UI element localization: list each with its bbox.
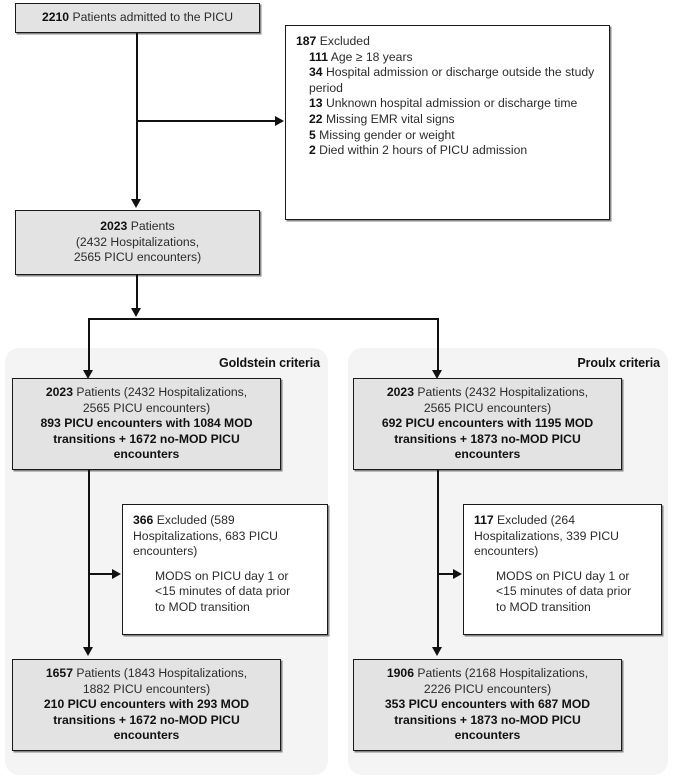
label-proulx-criteria: Proulx criteria [577, 356, 660, 370]
goldstein-excluded-detail1: MODS on PICU day 1 or [155, 568, 289, 583]
excluded-item: 2 Died within 2 hours of PICU admission [309, 143, 528, 158]
proulx-excluded-detail1: MODS on PICU day 1 or [496, 568, 630, 583]
goldstein-excluded-header: 366 Excluded (589 [133, 513, 235, 527]
goldstein-excluded-detail2: <15 minutes of data prior [155, 584, 291, 599]
excluded-item: 5 Missing gender or weight [309, 127, 455, 142]
excluded-item: 13 Unknown hospital admission or dischar… [309, 96, 578, 111]
arrow-proulx-bottom [432, 647, 442, 656]
proulx-excluded-detail2: <15 minutes of data prior [496, 584, 632, 599]
arrow-proulx-to-excluded [453, 569, 462, 579]
goldstein-excluded-line3: encounters) [133, 544, 198, 559]
admitted-text: Patients admitted to the PICU [69, 10, 234, 25]
proulx-excluded-line3: encounters) [474, 544, 539, 559]
goldstein-excluded-detail3: to MOD transition [155, 599, 250, 614]
admitted-count: 2210 [41, 10, 70, 25]
connector-goldstein-to-excluded [88, 573, 113, 576]
box-admitted: 2210 Patients admitted to the PICU [15, 3, 260, 33]
goldstein-excluded-line2: Hospitalizations, 683 PICU [133, 528, 278, 543]
connector-admitted-to-cohort [136, 33, 139, 200]
connector-split-right [437, 318, 440, 373]
cohort-line3: 2565 PICU encounters) [73, 250, 202, 265]
connector-split-horizontal [88, 318, 439, 321]
proulx-bottom-line1: 1906 Patients (2168 Hospitalizations, [386, 666, 589, 681]
proulx-top-line5: encounters [454, 447, 521, 462]
excluded-item: 22 Missing EMR vital signs [309, 111, 455, 126]
arrow-cohort-down [131, 308, 141, 317]
goldstein-top-line2: 2565 PICU encounters) [82, 400, 211, 415]
excluded-item: 34 Hospital admission or discharge outsi… [309, 65, 595, 95]
box-proulx-excluded: 117 Excluded (264 Hospitalizations, 339 … [463, 504, 662, 635]
excluded-item: 111 Age ≥ 18 years [309, 49, 413, 64]
goldstein-top-line3: 893 PICU encounters with 1084 MOD [40, 416, 253, 431]
spacer [474, 560, 651, 569]
box-goldstein-excluded: 366 Excluded (589 Hospitalizations, 683 … [122, 504, 328, 635]
arrow-to-excluded [275, 116, 284, 126]
goldstein-bottom-line4: transitions + 1672 no-MOD PICU [53, 712, 240, 727]
proulx-bottom-line4: transitions + 1873 no-MOD PICU [394, 712, 581, 727]
goldstein-top-line5: encounters [113, 447, 180, 462]
goldstein-top-line1: 2023 Patients (2432 Hospitalizations, [45, 385, 248, 400]
proulx-excluded-detail3: to MOD transition [496, 599, 591, 614]
arrow-split-left [83, 370, 93, 379]
goldstein-bottom-line1: 1657 Patients (1843 Hospitalizations, [45, 666, 248, 681]
proulx-top-line4: transitions + 1873 no-MOD PICU [394, 431, 581, 446]
box-excluded-overall: 187 Excluded 111 Age ≥ 18 years 34 Hospi… [285, 25, 610, 220]
arrow-admitted-to-cohort [131, 199, 141, 208]
box-goldstein-bottom: 1657 Patients (1843 Hospitalizations, 18… [12, 659, 281, 751]
proulx-bottom-line3: 353 PICU encounters with 687 MOD [384, 697, 591, 712]
connector-proulx-to-excluded [437, 573, 454, 576]
cohort-line2: (2432 Hospitalizations, [75, 234, 200, 249]
goldstein-bottom-line3: 210 PICU encounters with 293 MOD [43, 697, 250, 712]
arrow-split-right [432, 370, 442, 379]
proulx-bottom-line5: encounters [454, 728, 521, 743]
spacer [133, 560, 317, 569]
goldstein-bottom-line2: 1882 PICU encounters) [82, 681, 211, 696]
cohort-line1: 2023 Patients [100, 219, 175, 234]
connector-to-excluded [136, 120, 276, 123]
proulx-top-line2: 2565 PICU encounters) [423, 400, 552, 415]
excluded-header: 187 Excluded [296, 34, 370, 48]
box-proulx-bottom: 1906 Patients (2168 Hospitalizations, 22… [353, 659, 622, 751]
proulx-bottom-line2: 2226 PICU encounters) [423, 681, 552, 696]
label-goldstein-criteria: Goldstein criteria [218, 356, 320, 370]
proulx-top-line3: 692 PICU encounters with 1195 MOD [381, 416, 594, 431]
arrow-goldstein-bottom [83, 647, 93, 656]
box-proulx-top: 2023 Patients (2432 Hospitalizations, 25… [353, 378, 622, 470]
connector-proulx-down [437, 470, 440, 648]
goldstein-bottom-line5: encounters [113, 728, 180, 743]
connector-split-left [88, 318, 91, 373]
proulx-excluded-header: 117 Excluded (264 [474, 513, 575, 527]
connector-goldstein-down [88, 470, 91, 648]
connector-cohort-down [136, 275, 139, 310]
box-cohort-2023: 2023 Patients (2432 Hospitalizations, 25… [15, 210, 260, 275]
proulx-excluded-line2: Hospitalizations, 339 PICU [474, 528, 619, 543]
arrow-goldstein-to-excluded [112, 569, 121, 579]
goldstein-top-line4: transitions + 1672 no-MOD PICU [53, 431, 240, 446]
box-goldstein-top: 2023 Patients (2432 Hospitalizations, 25… [12, 378, 281, 470]
proulx-top-line1: 2023 Patients (2432 Hospitalizations, [386, 385, 589, 400]
